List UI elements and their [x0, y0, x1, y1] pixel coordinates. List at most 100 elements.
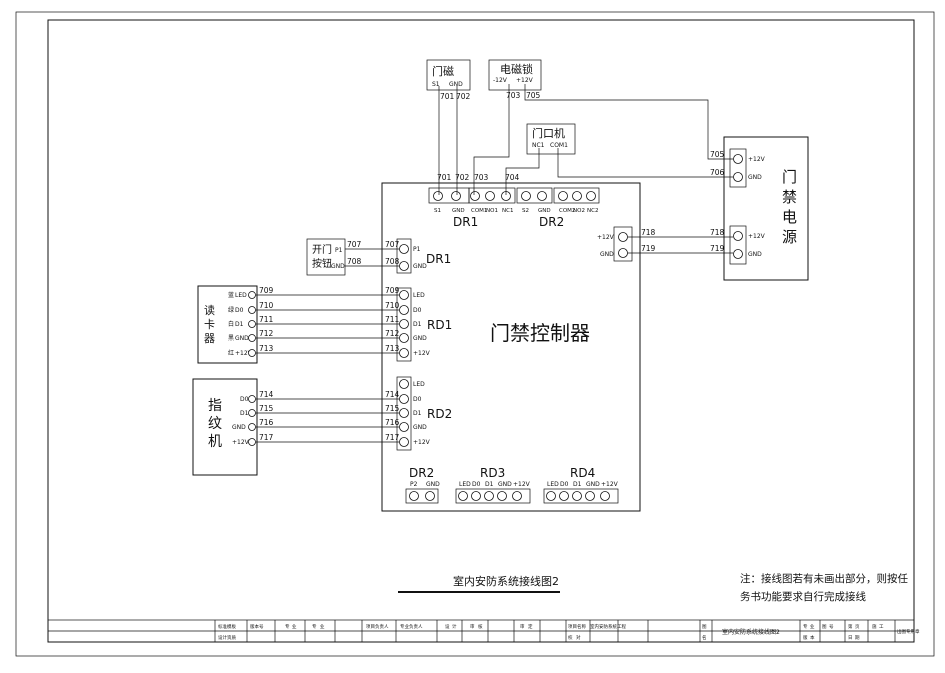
rd4-pin-4 [600, 491, 610, 501]
label-dr2-bottom: DR2 [409, 466, 434, 480]
rd1-pin-label-0: LED [413, 292, 425, 299]
outer-border [15, 11, 935, 657]
wire-label-707-a: 707 [347, 240, 362, 249]
door-unit-pin-com1: COM1 [550, 142, 568, 149]
connector-rd2 [396, 376, 412, 451]
tb-row1-5: 业 [320, 623, 325, 630]
em-lock-pin-12v: +12V [516, 77, 534, 84]
rd1-pin-0 [399, 290, 409, 300]
terminal-com2-no2-nc2 [553, 187, 600, 204]
top-pin-label-4: NC1 [502, 208, 513, 214]
rd4-pin-1 [559, 491, 569, 501]
exit-button-title-2: 按钮 [312, 257, 332, 270]
tb-right-8: 出图专用章 [897, 628, 920, 635]
drawing-note: 注：接线图若有未画出部分，则按任务书功能要求自行完成接线 [740, 573, 908, 603]
controller-box [381, 182, 641, 512]
rd1-pin-label-1: D0 [413, 307, 422, 314]
wire-705 [524, 84, 733, 160]
tb-right-3: 号 [829, 624, 834, 630]
dr2b-pin-1 [425, 491, 435, 501]
rd1-pin-label-4: +12V [413, 350, 431, 357]
wire-label-703: 703 [474, 173, 489, 182]
card-reader-pin-label-0: LED [235, 292, 247, 299]
wire-label-719-a: 719 [641, 244, 656, 253]
card-reader-title-2: 卡 [204, 318, 215, 331]
wire-label-707-b: 707 [385, 240, 400, 249]
dr2b-pin-label-1: GND [426, 481, 440, 488]
em-lock-pin-neg12v: -12V [493, 77, 508, 84]
wire-label-716-a: 716 [259, 418, 274, 427]
top-pin-label-7: COM2 [559, 208, 575, 214]
top-pin-3 [485, 191, 495, 201]
card-reader-pin-label-2: D1 [235, 321, 244, 328]
dr1-pin-label-1: GND [413, 263, 427, 270]
title-block-cells: 标准模板版本号专业专业项目负责人专业负责人设计审核审定项目名称室内安防系统工程设… [214, 620, 920, 642]
pin-ctrl-12v [618, 232, 628, 242]
title-block-drawing-name: 室内安防系统接线图2 [722, 628, 780, 636]
wire-label-708-b: 708 [385, 257, 400, 266]
card-reader-pin-0 [248, 291, 256, 299]
top-pin-label-1: GND [452, 208, 465, 214]
inner-border [47, 19, 915, 643]
tb-right-10: 本 [810, 634, 815, 641]
dr2b-pin-label-0: P2 [410, 481, 418, 488]
tb-row1-15: 室内安防系统工程 [590, 623, 626, 630]
rd3-pin-label-1: D0 [472, 481, 481, 488]
top-pin-2 [470, 191, 480, 201]
top-pin-9 [586, 191, 596, 201]
top-pin-5 [521, 191, 531, 201]
exit-button-title-1: 开门 [312, 243, 332, 256]
label-rd4: RD4 [570, 466, 595, 480]
card-reader-color-0: 蓝 [228, 291, 234, 299]
rd3-pin-1 [471, 491, 481, 501]
rd1-pin-4 [399, 348, 409, 358]
wire-label-719-b: 719 [710, 244, 725, 253]
tb-row2-0: 设计资质 [218, 634, 236, 641]
wire-label-703-a: 703 [506, 91, 521, 100]
power-pin-label-3: +12V [748, 233, 766, 240]
label-dr1-side: DR1 [426, 252, 451, 266]
top-pin-label-6: GND [538, 208, 551, 214]
exit-button-pin-p1: P1 [335, 247, 343, 254]
power-pin-label-2: GND [748, 174, 762, 181]
fp-pin-0 [248, 395, 256, 403]
terminal-s2-gnd [516, 187, 553, 204]
tb-row1-14: 项目名称 [568, 623, 586, 630]
tb-right-1: 业 [810, 623, 815, 630]
tb-row2-4: 名 [702, 634, 707, 641]
fp-pin-label-0: D0 [240, 396, 249, 403]
wire-label-701: 701 [437, 173, 452, 182]
tb-right-7: 工 [879, 624, 884, 630]
rd2-pin-label-2: D1 [413, 410, 422, 417]
fp-pin-3 [248, 438, 256, 446]
rd3-pin-label-2: D1 [485, 481, 494, 488]
wire-label-706: 706 [710, 168, 725, 177]
wire-label-710-a: 710 [259, 301, 274, 310]
device-power [723, 136, 809, 281]
rd2-pin-label-4: +12V [413, 439, 431, 446]
drawing-title: 室内安防系统接线图2 [453, 574, 559, 588]
device-fingerprint [192, 378, 258, 476]
card-reader-pin-3 [248, 334, 256, 342]
wire-label-712-b: 712 [385, 329, 400, 338]
power-pin-12v-upper [733, 154, 743, 164]
tb-row2-1: 校 [568, 634, 573, 641]
bus-wires [256, 294, 399, 443]
wire-label-711-b: 711 [385, 315, 400, 324]
door-magnet-title: 门磁 [432, 64, 454, 78]
tb-right-9: 版 [803, 634, 808, 641]
top-pin-label-8: NO2 [573, 208, 585, 214]
power-title-2: 禁 [782, 188, 797, 206]
wire-703 [473, 84, 510, 195]
tb-row1-12: 审 [520, 623, 525, 630]
tb-row1-2: 专 [285, 623, 290, 630]
connector-rd3 [455, 488, 531, 504]
rd2-pin-label-3: GND [413, 424, 427, 431]
wire-label-711-a: 711 [259, 315, 274, 324]
card-reader-pin-label-4: +12V [235, 350, 253, 357]
tb-row1-11: 核 [478, 623, 483, 630]
rd1-pin-label-2: D1 [413, 321, 422, 328]
